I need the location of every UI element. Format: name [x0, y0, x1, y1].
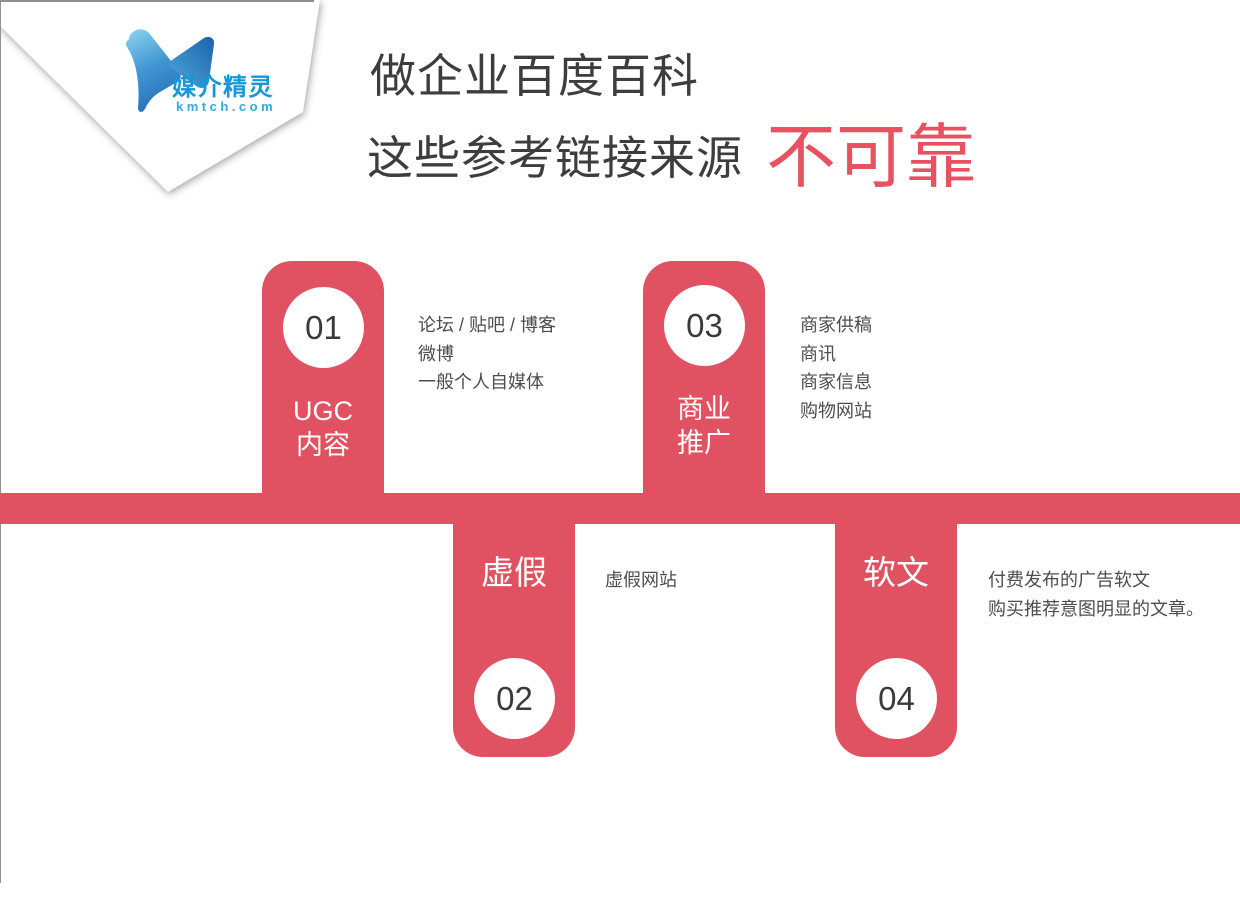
- ribbon-corner: [0, 0, 320, 192]
- detail-line: 商家信息: [800, 372, 872, 392]
- step-number-circle-02: 02: [474, 658, 555, 739]
- detail-line: 虚假网站: [605, 570, 677, 590]
- page-title-highlight: 不可靠: [766, 118, 976, 196]
- label-line: 推广: [677, 428, 731, 458]
- step-label-01: UGC 内容: [262, 394, 384, 462]
- detail-line: 商家供稿: [800, 315, 872, 335]
- step-label-02: 虚假: [453, 553, 575, 593]
- step-label-04: 软文: [835, 553, 957, 593]
- ribbon-top-shadow: [0, 0, 314, 2]
- detail-line: 付费发布的广告软文: [988, 570, 1150, 590]
- brand-name: 媒介精灵: [172, 74, 274, 101]
- step-details-01: 论坛 / 贴吧 / 博客 微博 一般个人自媒体: [418, 311, 556, 397]
- left-border-line: [0, 0, 1, 883]
- detail-line: 一般个人自媒体: [418, 372, 544, 392]
- step-number-circle-04: 04: [856, 658, 937, 739]
- step-details-02: 虚假网站: [605, 566, 677, 595]
- label-line: 内容: [296, 430, 350, 460]
- detail-line: 微博: [418, 343, 454, 364]
- label-line: UGC: [293, 396, 353, 426]
- detail-line: 论坛 / 贴吧 / 博客: [418, 315, 557, 335]
- label-line: 商业: [677, 394, 731, 424]
- page-title-line1: 做企业百度百科: [370, 50, 699, 102]
- detail-line: 购物网站: [800, 400, 872, 421]
- step-number: 02: [496, 679, 533, 717]
- timeline-bar: [0, 493, 1240, 524]
- step-label-03: 商业 推广: [643, 392, 765, 460]
- step-number: 04: [878, 679, 915, 717]
- page-title-line2: 这些参考链接来源: [367, 132, 743, 184]
- brand-logo-icon: [125, 29, 215, 112]
- detail-line: 商讯: [800, 343, 836, 364]
- detail-line: 购买推荐意图明显的文章。: [988, 598, 1204, 619]
- step-number: 03: [686, 306, 723, 344]
- step-details-04: 付费发布的广告软文 购买推荐意图明显的文章。: [988, 566, 1204, 623]
- label-line: 虚假: [481, 554, 547, 591]
- step-number-circle-03: 03: [664, 285, 745, 366]
- step-number: 01: [305, 308, 342, 346]
- step-number-circle-01: 01: [283, 287, 364, 368]
- label-line: 软文: [863, 554, 929, 591]
- brand-domain: kmtch.com: [176, 99, 277, 114]
- step-details-03: 商家供稿 商讯 商家信息 购物网站: [800, 311, 872, 425]
